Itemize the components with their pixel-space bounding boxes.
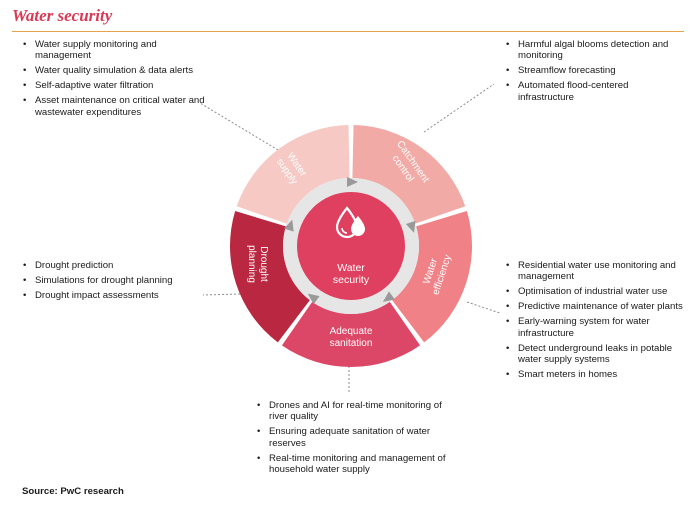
segment-label-line1: Adequate xyxy=(330,326,373,337)
ring-arrow xyxy=(347,177,358,187)
list-item: Streamflow forecasting xyxy=(505,65,675,77)
ring-arrow xyxy=(307,293,320,305)
ring-arrows xyxy=(284,177,416,305)
ring-arrow xyxy=(284,219,294,232)
segment-label-line2: planning xyxy=(246,245,257,283)
segment-adequate-sanitation[interactable] xyxy=(281,301,421,367)
connector-line xyxy=(466,301,501,314)
drought-planning-list: Drought predictionSimulations for drough… xyxy=(22,260,212,305)
segment-label-line1: Drought xyxy=(258,246,269,282)
segment-water-efficiency[interactable] xyxy=(392,211,472,343)
catchment-control-list: Harmful algal blooms detection and monit… xyxy=(505,39,675,107)
list-item: Asset maintenance on critical water and … xyxy=(22,95,212,118)
list-item: Smart meters in homes xyxy=(505,369,685,381)
list-item: Real-time monitoring and management of h… xyxy=(256,453,456,476)
list-item: Harmful algal blooms detection and monit… xyxy=(505,39,675,62)
list-item: Drones and AI for real-time monitoring o… xyxy=(256,400,456,423)
segment-water-supply[interactable] xyxy=(236,125,350,224)
list-item: Automated flood-centered infrastructure xyxy=(505,80,675,103)
list-item: Drought prediction xyxy=(22,260,212,272)
list-item: Water quality simulation & data alerts xyxy=(22,65,212,77)
page-title: Water security xyxy=(12,6,113,25)
segment-label-adequate-sanitation: Adequate sanitation xyxy=(330,326,373,349)
segment-catchment-control[interactable] xyxy=(352,125,466,224)
water-drops-icon xyxy=(335,206,365,239)
water-efficiency-list: Residential water use monitoring and man… xyxy=(505,260,685,384)
ring-segments xyxy=(230,125,472,367)
list-item: Water supply monitoring and management xyxy=(22,39,212,62)
list-item: Drought impact assessments xyxy=(22,290,212,302)
list-item: Residential water use monitoring and man… xyxy=(505,260,685,283)
list-item: Self-adaptive water filtration xyxy=(22,80,212,92)
title-divider xyxy=(12,31,684,32)
list-item: Predictive maintenance of water plants xyxy=(505,301,685,313)
segment-label-drought-planning: Drought planning xyxy=(246,245,269,283)
ring-arrow xyxy=(405,220,416,233)
list-item: Ensuring adequate sanitation of water re… xyxy=(256,426,456,449)
segment-label-line2: sanitation xyxy=(330,338,373,349)
connector-line xyxy=(199,102,279,151)
connector-line xyxy=(423,83,495,133)
adequate-sanitation-list: Drones and AI for real-time monitoring o… xyxy=(256,400,456,479)
connector-lines xyxy=(199,83,501,392)
list-item: Early-warning system for water infrastru… xyxy=(505,316,685,339)
water-supply-list: Water supply monitoring and managementWa… xyxy=(22,39,212,122)
center-circle[interactable] xyxy=(297,192,405,300)
list-item: Detect underground leaks in potable wate… xyxy=(505,343,685,366)
list-item: Simulations for drought planning xyxy=(22,275,212,287)
center-label-line2: security xyxy=(333,274,370,286)
ring-arrow xyxy=(382,291,395,302)
segment-drought-planning[interactable] xyxy=(230,211,310,343)
source-note: Source: PwC research xyxy=(22,486,124,497)
list-item: Optimisation of industrial water use xyxy=(505,286,685,298)
center-label-line1: Water xyxy=(337,262,365,274)
